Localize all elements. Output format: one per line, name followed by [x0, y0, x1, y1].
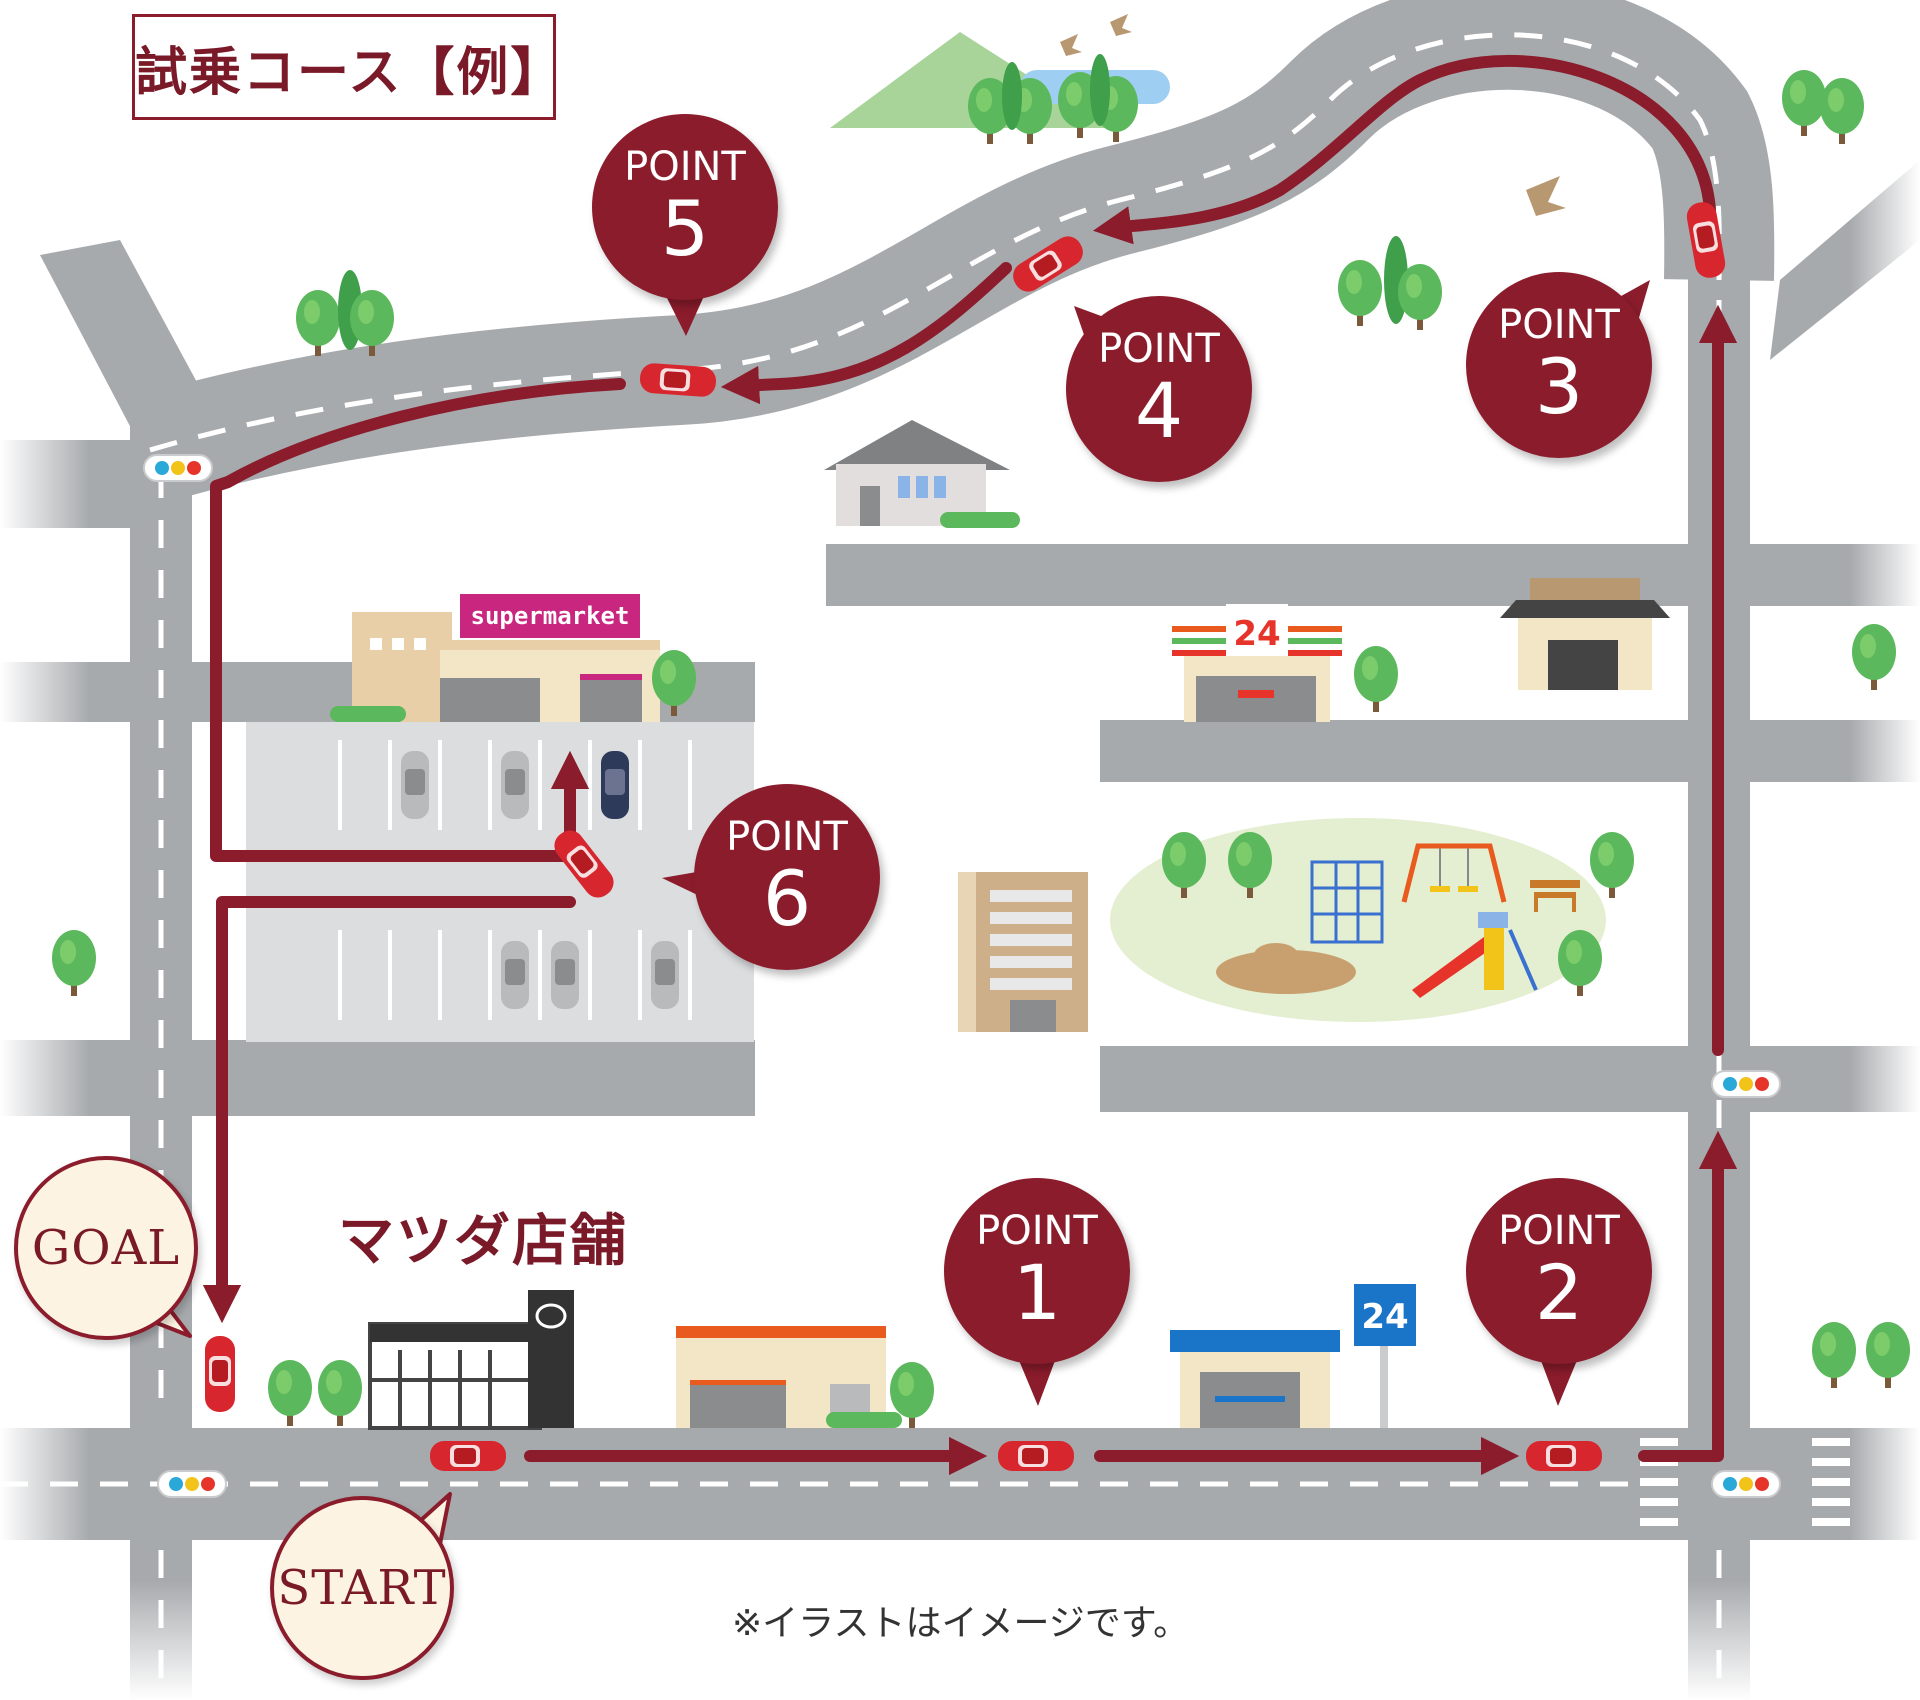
road-east-lower	[1100, 1046, 1920, 1112]
illustration-note: ※イラストはイメージです。	[732, 1603, 1190, 1644]
tree-icon	[1812, 1322, 1856, 1388]
road-east-upper	[826, 544, 1920, 606]
traffic-signal-icon	[143, 454, 213, 482]
point-label: POINT	[1098, 326, 1220, 372]
goal-bubble: GOAL	[14, 1156, 198, 1340]
start-label: START	[277, 1560, 447, 1616]
edge-fade-right	[1850, 140, 1920, 1700]
jungle-gym-icon	[1310, 860, 1384, 944]
point-5-marker: POINT 5	[592, 114, 778, 300]
bird-icon	[1060, 14, 1566, 216]
road-east-middle	[1100, 720, 1920, 782]
point-number: 5	[660, 184, 710, 273]
point-2-marker: POINT 2	[1466, 1178, 1652, 1364]
supermarket-sign-text: supermarket	[471, 602, 630, 630]
test-drive-route	[202, 55, 1738, 1476]
traffic-signal-icon	[1711, 1070, 1781, 1098]
mazda-dealership-building	[368, 1290, 574, 1430]
goal-label: GOAL	[31, 1220, 181, 1276]
traditional-house	[1500, 578, 1670, 690]
tree-icon	[1354, 646, 1398, 712]
mountain-lake-scenery	[830, 32, 1170, 144]
course-title: 試乗コース【例】	[135, 42, 565, 103]
office-building	[958, 872, 1088, 1032]
supermarket-sign	[460, 594, 640, 638]
start-bubble: START	[270, 1496, 454, 1680]
supermarket-parking-lot	[246, 722, 754, 1042]
point-number: 3	[1534, 342, 1584, 431]
point-number: 1	[1012, 1248, 1062, 1337]
supermarket-building: supermarket	[330, 594, 660, 722]
point-label: POINT	[726, 814, 848, 860]
tree-icon	[268, 1360, 312, 1426]
mazda-logo-icon	[535, 1303, 567, 1329]
tree-icon	[1590, 832, 1634, 898]
point-number: 6	[762, 854, 812, 943]
convenience-store-blue: 24	[1170, 1284, 1416, 1428]
mazda-shop-label: マツダ店舗	[338, 1209, 628, 1274]
point-label: POINT	[1498, 1208, 1620, 1254]
bench-icon	[1530, 880, 1580, 912]
house-north	[824, 420, 1020, 528]
tree-icon	[1782, 70, 1826, 136]
store-sign-24-red: 24	[1233, 614, 1280, 654]
point-3-marker: POINT 3	[1466, 272, 1652, 458]
point-label: POINT	[1498, 302, 1620, 348]
tree-icon	[1820, 78, 1864, 144]
slide-icon	[1412, 912, 1538, 998]
course-title-box: 試乗コース【例】	[132, 14, 565, 120]
tree-cluster-icon	[296, 236, 1442, 356]
roadside-shop-building	[676, 1326, 902, 1428]
point-label: POINT	[976, 1208, 1098, 1254]
point-4-marker: POINT 4	[1066, 296, 1252, 482]
road-northwest-diagonal	[40, 240, 212, 430]
point-number: 2	[1534, 1248, 1584, 1337]
crosswalk	[1640, 1438, 1850, 1526]
convenience-store-striped: 24	[1172, 604, 1342, 722]
point-6-marker: POINT 6	[694, 784, 880, 970]
edge-fade-left	[0, 400, 90, 1700]
swing-icon	[1401, 843, 1507, 903]
winding-lane-marking	[149, 32, 1722, 453]
point-1-marker: POINT 1	[944, 1178, 1130, 1364]
traffic-signal-icon	[157, 1470, 227, 1498]
store-sign-24-blue: 24	[1361, 1297, 1408, 1337]
tree-icon	[1558, 930, 1602, 996]
road-west-lower	[0, 1040, 755, 1116]
point-label: POINT	[624, 144, 746, 190]
tree-icon	[318, 1360, 362, 1426]
point-number: 4	[1134, 366, 1184, 455]
traffic-signal-icon	[1711, 1470, 1781, 1498]
